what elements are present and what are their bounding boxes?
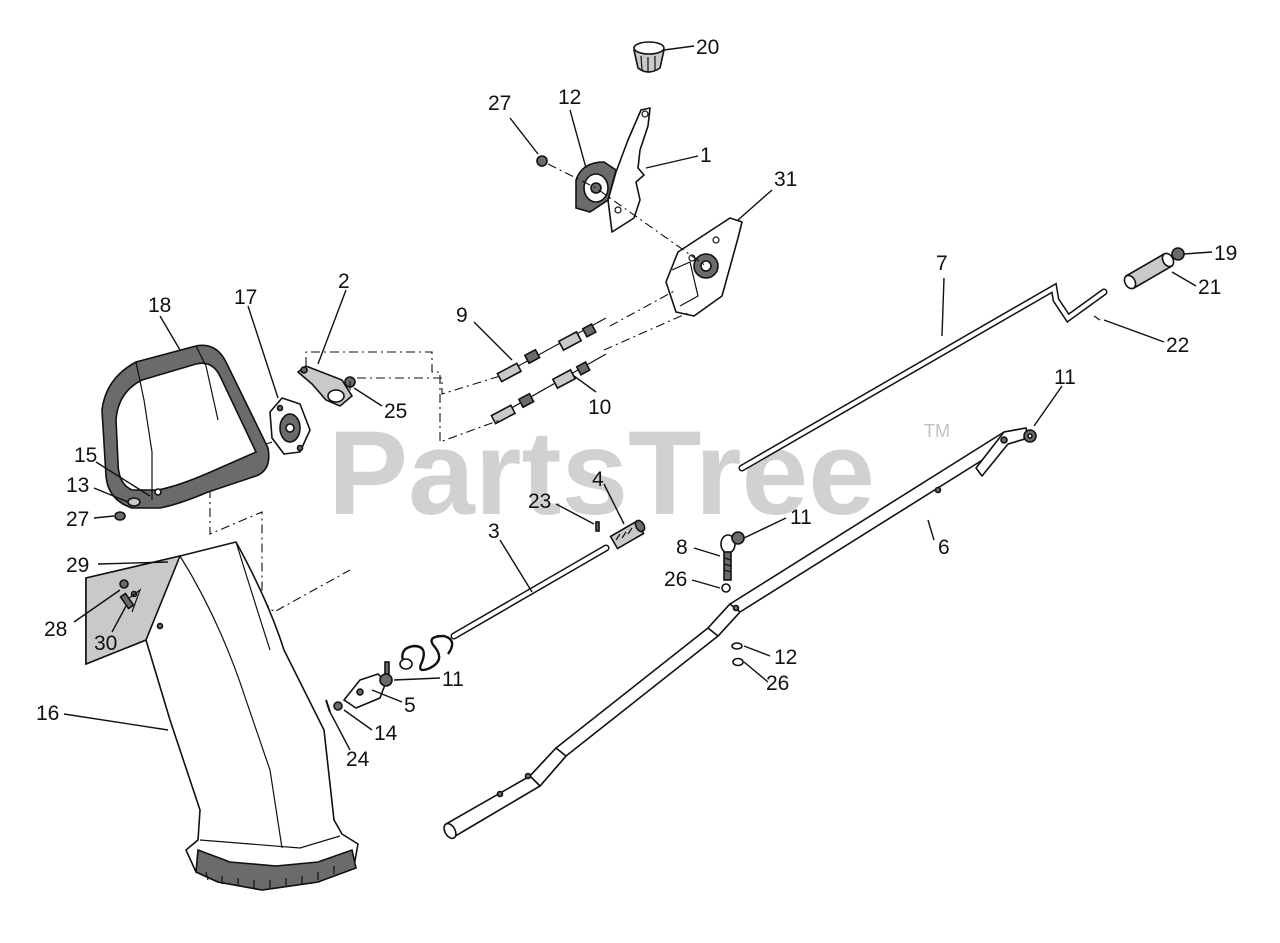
callout-12-top: 12 xyxy=(558,86,581,109)
part-discharge-chute xyxy=(85,541,359,891)
assembly-line-deflector xyxy=(305,351,501,443)
part-cable-assembly-upper xyxy=(496,317,607,383)
part-nut-27-left xyxy=(114,511,126,521)
part-screw-30 xyxy=(119,592,135,610)
part-nut-11-mid xyxy=(731,531,745,545)
callout-30: 30 xyxy=(94,632,117,655)
callout-7: 7 xyxy=(936,252,948,275)
callout-19: 19 xyxy=(1214,242,1237,265)
callout-24: 24 xyxy=(346,748,370,771)
callout-1: 1 xyxy=(700,144,712,167)
part-cam-plate xyxy=(575,161,617,213)
part-nut-26-mid xyxy=(721,583,731,593)
part-washer-15 xyxy=(154,488,162,496)
callout-5: 5 xyxy=(404,694,416,717)
callout-28: 28 xyxy=(44,618,67,641)
part-small-bracket xyxy=(343,661,390,709)
callout-13: 13 xyxy=(66,474,89,497)
callout-11-mid: 11 xyxy=(790,506,812,529)
callout-22: 22 xyxy=(1166,334,1189,357)
callout-11-lower: 11 xyxy=(442,668,464,691)
leader-lines xyxy=(63,45,1213,751)
part-screw-28 xyxy=(119,579,129,589)
callout-15: 15 xyxy=(74,444,97,467)
callout-14: 14 xyxy=(374,722,398,745)
callout-26-mid: 26 xyxy=(664,568,687,591)
callout-27-top: 27 xyxy=(488,92,511,115)
part-gear-housing xyxy=(269,397,311,455)
part-washer-13 xyxy=(127,497,141,507)
callout-29: 29 xyxy=(66,554,89,577)
part-nut-11-lower xyxy=(379,673,393,687)
part-nut-11-top-right xyxy=(1023,429,1037,443)
part-coupler xyxy=(609,519,646,550)
callout-12-lower: 12 xyxy=(774,646,797,669)
callout-10: 10 xyxy=(588,396,611,419)
part-knob xyxy=(633,41,665,73)
callout-31: 31 xyxy=(774,168,797,191)
assembly-line-cable-2 xyxy=(603,311,691,351)
callout-6: 6 xyxy=(938,536,950,559)
callout-26-lower: 26 xyxy=(766,672,789,695)
callout-2: 2 xyxy=(338,270,350,293)
part-cable-assembly-lower xyxy=(490,353,607,425)
callout-4: 4 xyxy=(592,468,604,491)
callout-8: 8 xyxy=(676,536,688,559)
watermark: PartsTree xyxy=(328,406,875,540)
part-deflector-bracket xyxy=(296,365,354,407)
part-handle-grip xyxy=(1123,252,1175,290)
callout-16: 16 xyxy=(36,702,59,725)
watermark-trademark: TM xyxy=(924,421,950,441)
part-small-nut-27-top xyxy=(536,155,548,167)
callout-25: 25 xyxy=(384,400,407,423)
callout-11-top-right: 11 xyxy=(1054,366,1076,389)
callout-27-left: 27 xyxy=(66,508,89,531)
callout-labels: 20 27 12 1 31 19 7 21 22 18 17 2 9 25 10… xyxy=(36,36,1237,771)
part-mounting-bracket xyxy=(665,217,743,317)
callout-20: 20 xyxy=(696,36,719,59)
callout-23: 23 xyxy=(528,490,551,513)
part-small-pin-22 xyxy=(1093,315,1101,321)
callout-9: 9 xyxy=(456,304,468,327)
assembly-line-deflector-2 xyxy=(349,375,501,395)
part-grip-cap xyxy=(1171,247,1185,261)
callout-3: 3 xyxy=(488,520,500,543)
part-deflector-cap xyxy=(101,344,270,509)
part-pin-23 xyxy=(595,521,600,532)
part-long-rod xyxy=(738,282,1108,472)
part-spiral-rod xyxy=(399,544,610,672)
part-nut-26-lower xyxy=(732,657,744,667)
assembly-line-cable xyxy=(609,289,677,327)
part-pin-24 xyxy=(325,699,331,713)
callout-17: 17 xyxy=(234,286,257,309)
part-washer-14 xyxy=(333,701,343,711)
callout-21: 21 xyxy=(1198,276,1221,299)
callout-18: 18 xyxy=(148,294,171,317)
part-washer-12-lower xyxy=(731,642,743,650)
